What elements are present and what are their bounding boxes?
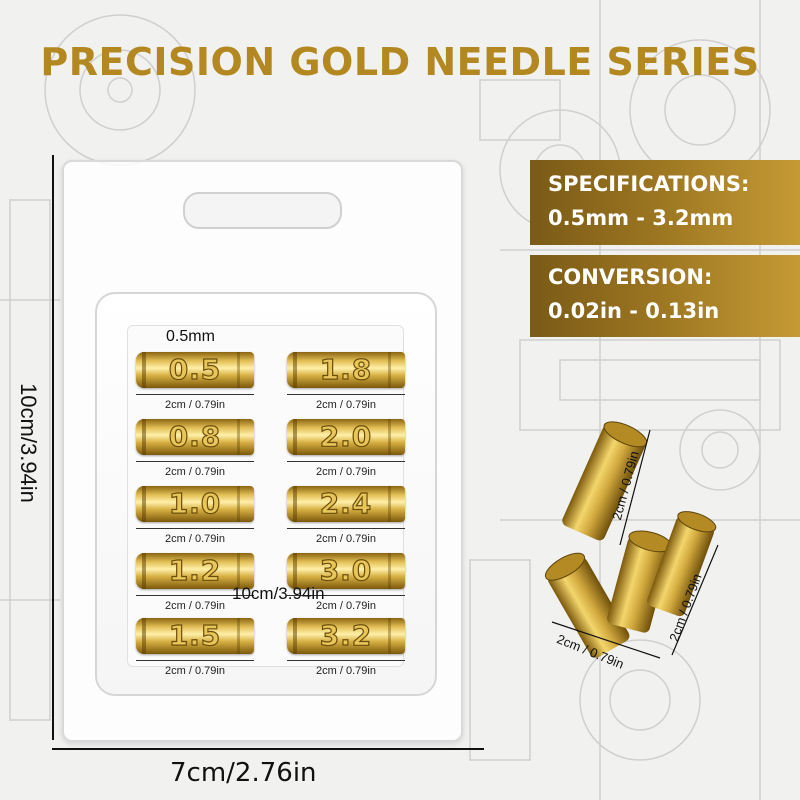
collet-value: 1.8 — [319, 352, 373, 386]
collet-1.2: 1.2 — [136, 551, 254, 591]
collet-body — [287, 419, 405, 455]
collet-value: 2.0 — [319, 419, 373, 453]
width-dimension-line — [52, 748, 484, 750]
collet-size-label: 2cm / 0.79in — [165, 600, 225, 612]
collet-1.8: 1.8 — [287, 350, 405, 390]
collet-size-line — [136, 394, 254, 395]
collet-body — [136, 419, 254, 455]
collet-body — [136, 618, 254, 654]
collet-2.0: 2.0 — [287, 417, 405, 457]
collet-3.2: 3.2 — [287, 616, 405, 656]
collet-value: 3.2 — [319, 618, 373, 652]
top-size-label: 0.5mm — [166, 328, 215, 345]
collet-value: 0.8 — [168, 419, 222, 453]
hang-hole — [183, 192, 342, 229]
collet-body — [136, 486, 254, 522]
collet-value: 0.5 — [168, 352, 222, 386]
collet-value: 3.0 — [319, 553, 373, 587]
collet-size-label: 2cm / 0.79in — [316, 533, 376, 545]
collet-body — [136, 352, 254, 388]
collet-value: 2.4 — [319, 486, 373, 520]
collet-size-label: 2cm / 0.79in — [316, 399, 376, 411]
collet-group-image — [544, 511, 717, 658]
collet-size-label: 2cm / 0.79in — [316, 600, 376, 612]
width-dimension-label: 7cm/2.76in — [170, 758, 317, 788]
collet-body — [136, 553, 254, 589]
collet-size-line — [287, 394, 405, 395]
collet-size-line — [136, 461, 254, 462]
conversion-title: CONVERSION: — [548, 265, 713, 289]
collet-size-line — [287, 528, 405, 529]
center-dimension-label: 10cm/3.94in — [232, 584, 325, 603]
collet-value: 1.2 — [168, 553, 222, 587]
collet-body — [287, 486, 405, 522]
collet-size-line — [136, 528, 254, 529]
collet-size-line — [136, 595, 254, 596]
collet-value: 1.5 — [168, 618, 222, 652]
collet-body — [287, 352, 405, 388]
collet-2.4: 2.4 — [287, 484, 405, 524]
collet-size-line — [287, 660, 405, 661]
collet-3.0: 3.0 — [287, 551, 405, 591]
collet-1.0: 1.0 — [136, 484, 254, 524]
specifications-value: 0.5mm - 3.2mm — [548, 206, 734, 230]
page-title: PRECISION GOLD NEEDLE SERIES — [40, 40, 760, 84]
collet-size-label: 2cm / 0.79in — [165, 533, 225, 545]
collet-size-label: 2cm / 0.79in — [316, 466, 376, 478]
collet-body — [287, 553, 405, 589]
collet-size-label: 2cm / 0.79in — [316, 665, 376, 677]
conversion-banner: CONVERSION: 0.02in - 0.13in — [530, 255, 800, 337]
collet-size-line — [287, 461, 405, 462]
specifications-banner: SPECIFICATIONS: 0.5mm - 3.2mm — [530, 160, 800, 245]
collet-body — [287, 618, 405, 654]
collet-0.8: 0.8 — [136, 417, 254, 457]
collet-size-label: 2cm / 0.79in — [165, 466, 225, 478]
collet-size-line — [136, 660, 254, 661]
collet-1.5: 1.5 — [136, 616, 254, 656]
collet-0.5: 0.5 — [136, 350, 254, 390]
collet-value: 1.0 — [168, 486, 222, 520]
collet-size-line — [287, 595, 405, 596]
conversion-value: 0.02in - 0.13in — [548, 299, 720, 323]
specifications-title: SPECIFICATIONS: — [548, 172, 750, 196]
collet-size-label: 2cm / 0.79in — [165, 665, 225, 677]
collet-size-label: 2cm / 0.79in — [165, 399, 225, 411]
height-dimension-line — [52, 155, 54, 740]
